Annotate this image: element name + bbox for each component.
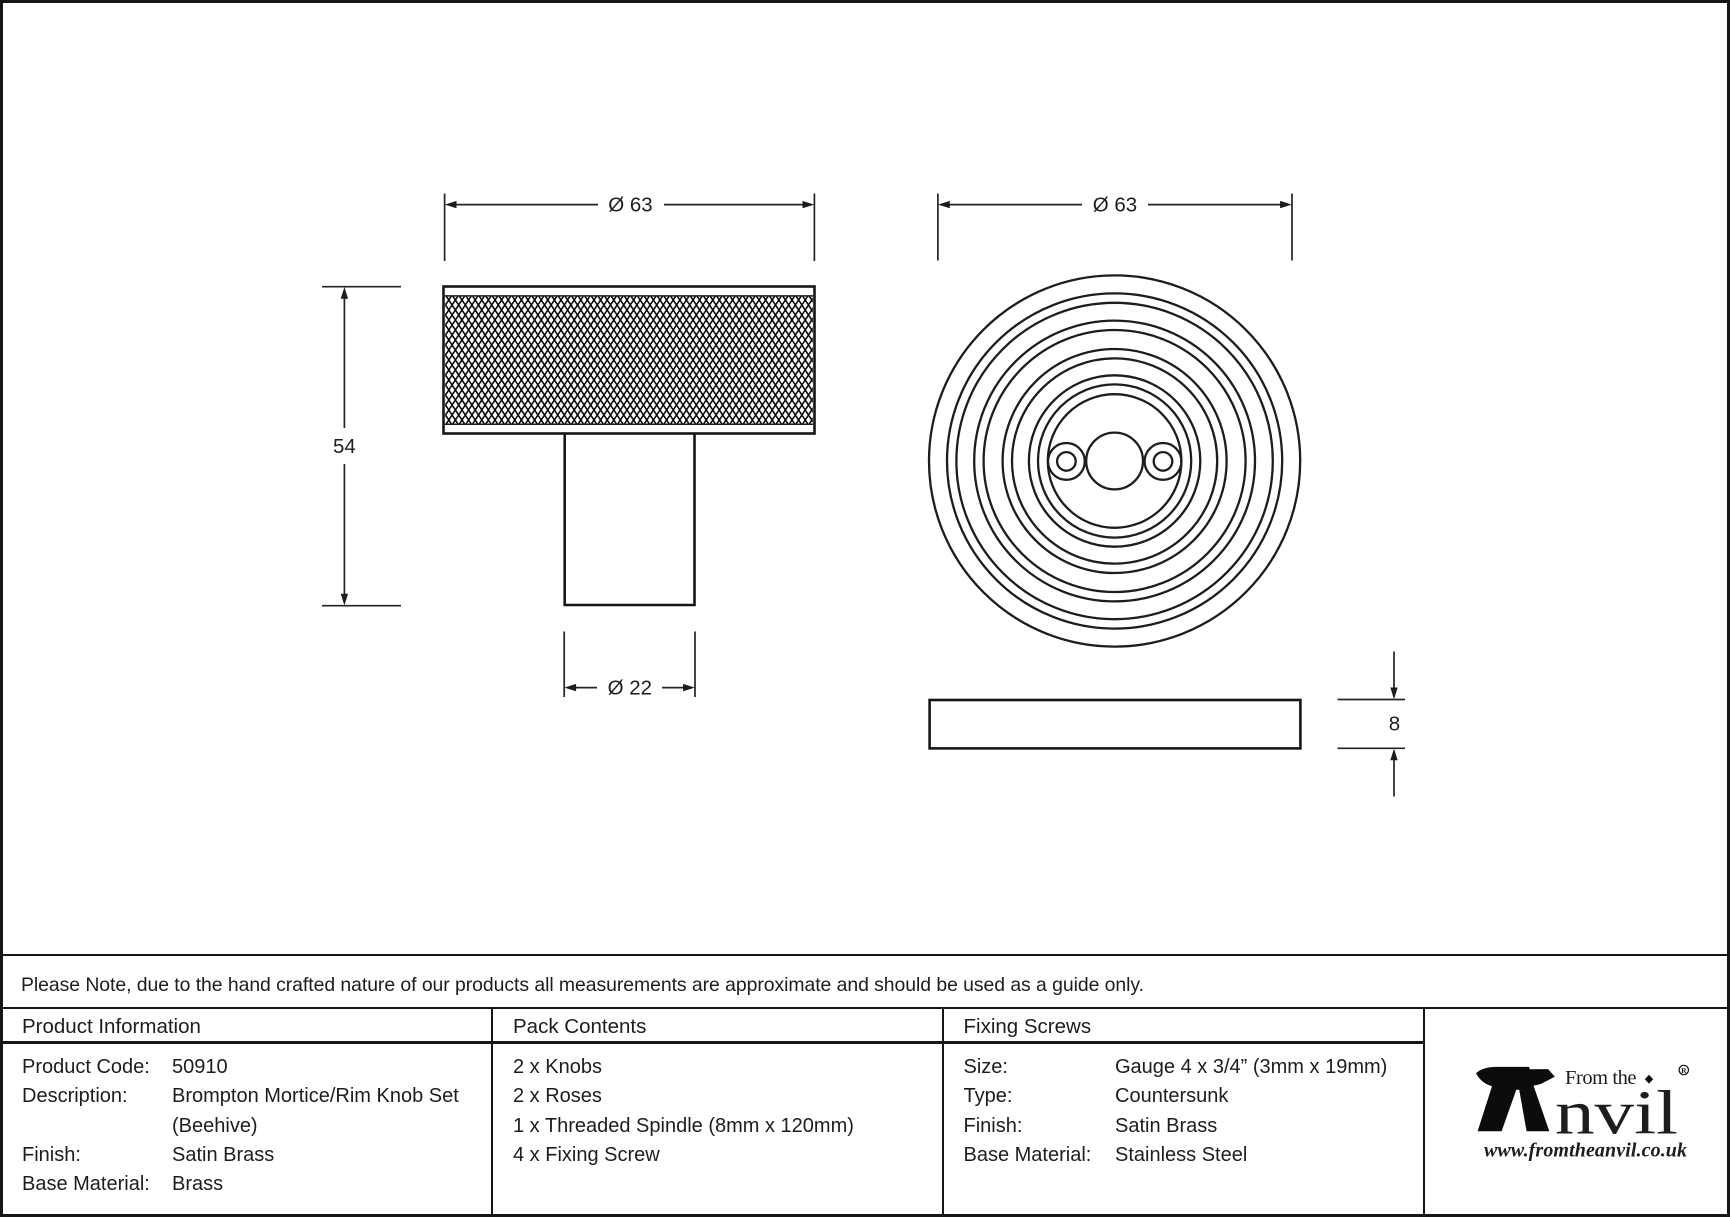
- spindle-hole: [1085, 431, 1145, 491]
- row-value: (Beehive): [172, 1114, 258, 1137]
- table-header-rule: [0, 1041, 1424, 1044]
- anvil-icon: [1476, 1066, 1555, 1132]
- screw-hole-left-inner: [1055, 450, 1077, 472]
- item-text: 4 x Fixing Screw: [513, 1143, 660, 1166]
- knob-height-dimension: [322, 285, 401, 607]
- row-value: Stainless Steel: [1115, 1143, 1248, 1166]
- arrowhead-right: [683, 683, 695, 692]
- row-value: Brass: [172, 1173, 224, 1196]
- table-row: Finish: Satin Brass: [22, 1141, 459, 1170]
- table-row: Type: Countersunk: [964, 1082, 1388, 1111]
- knob-stem-outline: [563, 433, 696, 607]
- rose-ring: [1036, 383, 1193, 539]
- row-label: Product Code:: [22, 1056, 150, 1078]
- table-row: Finish: Satin Brass: [964, 1112, 1388, 1141]
- pack-contents-column: 2 x Knobs 2 x Roses 1 x Threaded Spindle…: [513, 1053, 854, 1170]
- arrowhead-down: [340, 593, 349, 606]
- arrowhead-up: [1390, 748, 1398, 761]
- column-divider-2: [941, 1007, 944, 1214]
- knob-height-label: 54: [333, 435, 356, 458]
- rose-ring: [973, 319, 1257, 603]
- arrowhead-right: [1280, 200, 1292, 209]
- row-label: Base Material:: [22, 1173, 150, 1196]
- rose-ring: [1010, 357, 1219, 565]
- arrowhead-left: [444, 200, 457, 209]
- rose-ring: [927, 274, 1302, 648]
- registered-letter: R: [1681, 1066, 1687, 1075]
- screw-hole-left-outer: [1046, 441, 1086, 481]
- row-value: Countersunk: [1115, 1085, 1229, 1108]
- rose-thickness-label: 8: [1389, 713, 1400, 736]
- item-text: 1 x Threaded Spindle (8mm x 120mm): [513, 1114, 854, 1137]
- rose-ring: [1027, 374, 1202, 548]
- knob-diameter-dimension: [443, 193, 816, 261]
- logo-wordmark: nvil: [1555, 1080, 1678, 1148]
- row-value: Satin Brass: [1115, 1114, 1218, 1137]
- brand-logo: From the nvil R www.fromtheanvil.co.uk: [1424, 1008, 1728, 1213]
- knob-head-outline: [442, 285, 816, 435]
- screw-hole-right-inner: [1152, 450, 1174, 472]
- table-row: Description: Brompton Mortice/Rim Knob S…: [22, 1082, 459, 1111]
- list-item: 1 x Threaded Spindle (8mm x 120mm): [513, 1112, 854, 1141]
- table-row: Product Code: 50910: [22, 1053, 459, 1082]
- knob-diameter-label: Ø 63: [608, 194, 652, 217]
- table-row: Base Material: Stainless Steel: [964, 1141, 1388, 1170]
- row-label: Description:: [22, 1085, 128, 1108]
- row-label: Finish:: [22, 1143, 81, 1166]
- list-item: 2 x Knobs: [513, 1053, 854, 1082]
- arrowhead-up: [340, 287, 349, 299]
- arrowhead-left: [564, 683, 577, 692]
- item-text: 2 x Roses: [513, 1085, 602, 1108]
- knob-knurl-texture: [445, 296, 813, 424]
- rose-ring: [945, 292, 1284, 630]
- arrowhead-right: [802, 200, 815, 209]
- knob-front-view: Ø 63 54 Ø 22: [322, 193, 816, 700]
- row-label: Type:: [963, 1085, 1013, 1108]
- list-item: 4 x Fixing Screw: [513, 1141, 854, 1170]
- rose-ring: [1001, 347, 1228, 575]
- arrowhead-left: [938, 200, 950, 209]
- table-row: Size: Gauge 4 x 3/4” (3mm x 19mm): [964, 1053, 1388, 1082]
- row-value: 50910: [172, 1056, 228, 1078]
- stem-diameter-dimension: [563, 631, 696, 697]
- stem-diameter-label: Ø 22: [608, 677, 652, 700]
- list-item: 2 x Roses: [513, 1082, 854, 1111]
- arrowhead-down: [1390, 687, 1398, 700]
- fixing-screws-column: Size: Gauge 4 x 3/4” (3mm x 19mm) Type: …: [964, 1053, 1388, 1170]
- table-top-rule: [0, 1006, 1730, 1009]
- row-value: Gauge 4 x 3/4” (3mm x 19mm): [1115, 1056, 1388, 1078]
- from-the-anvil-logo: From the nvil R www.fromtheanvil.co.uk: [1476, 1064, 1690, 1162]
- column-divider-1: [490, 1007, 493, 1214]
- row-label: Finish:: [963, 1114, 1023, 1137]
- pack-contents-title: Pack Contents: [513, 1014, 647, 1038]
- measurement-note: Please Note, due to the hand crafted nat…: [21, 974, 1144, 996]
- table-row: (Beehive): [22, 1112, 459, 1141]
- registered-trademark-icon: R: [1678, 1064, 1690, 1076]
- technical-drawing: Ø 63 54 Ø 22: [322, 193, 1405, 797]
- row-value: Brompton Mortice/Rim Knob Set: [172, 1085, 459, 1108]
- rose-front-view: [927, 274, 1302, 648]
- row-label: Size:: [963, 1056, 1008, 1078]
- rose-side-outline: [928, 698, 1302, 750]
- item-text: 2 x Knobs: [513, 1056, 602, 1078]
- logo-website: www.fromtheanvil.co.uk: [1484, 1140, 1687, 1162]
- rose-ring: [955, 301, 1274, 621]
- rose-diameter-dimension: [937, 193, 1293, 261]
- rose-ring: [982, 328, 1247, 594]
- rose-diameter-label: Ø 63: [1093, 194, 1137, 217]
- screw-hole-right-outer: [1143, 441, 1183, 481]
- rose-thickness-dimension: [1337, 651, 1405, 797]
- logo-tagline: From the: [1565, 1067, 1637, 1089]
- product-information-title: Product Information: [22, 1014, 201, 1038]
- table-row: Base Material: Brass: [22, 1170, 459, 1199]
- fixing-screws-title: Fixing Screws: [963, 1014, 1092, 1038]
- column-divider-3: [1422, 1007, 1426, 1214]
- product-information-column: Product Code: 50910 Description: Brompto…: [22, 1053, 459, 1199]
- row-value: Satin Brass: [172, 1143, 275, 1166]
- note-row-top-rule: [0, 953, 1730, 956]
- row-label: Base Material:: [963, 1143, 1092, 1166]
